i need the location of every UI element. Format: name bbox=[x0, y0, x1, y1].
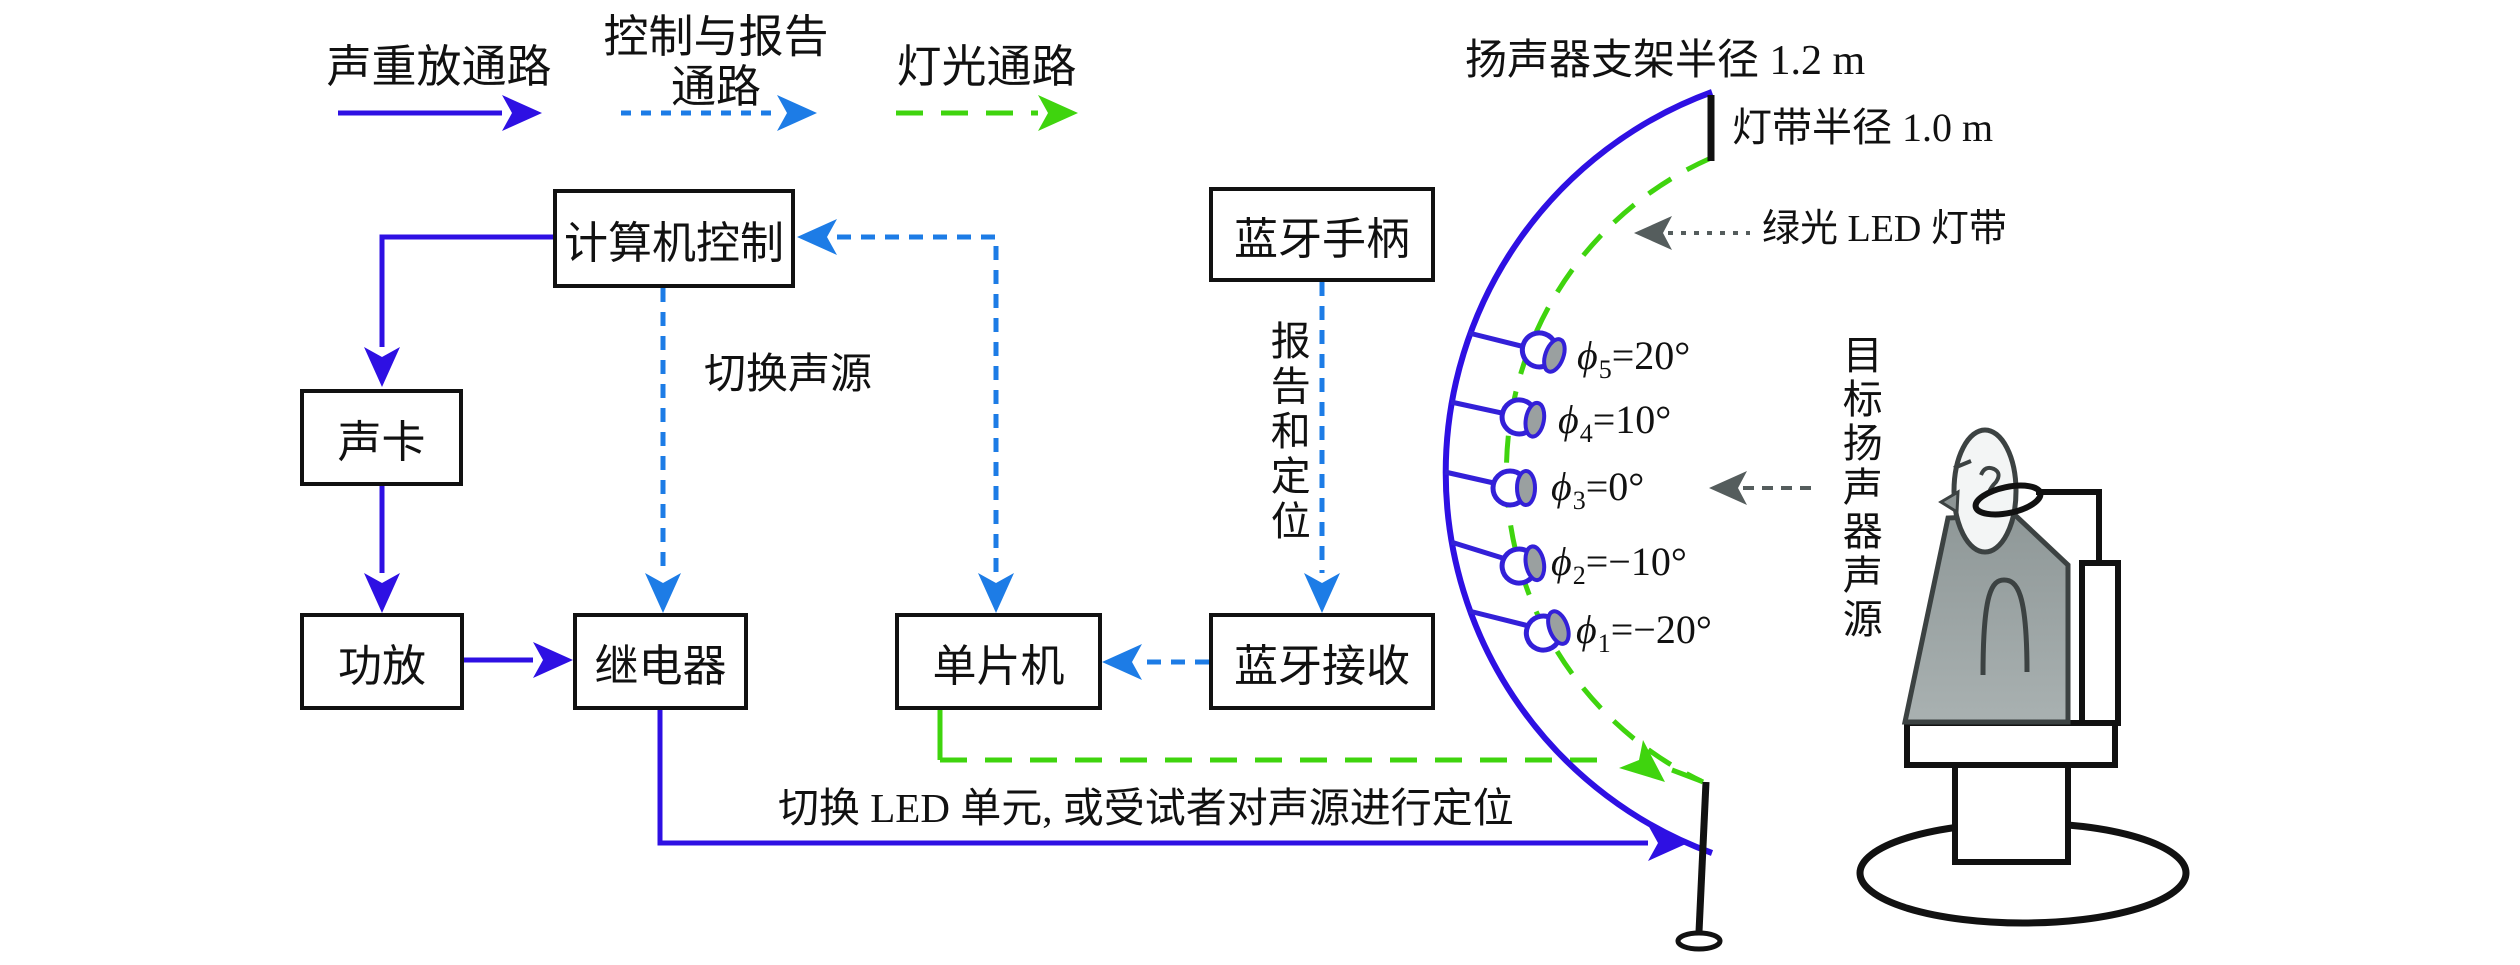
listener-head bbox=[1951, 427, 2019, 555]
listener-arm bbox=[1980, 577, 2030, 676]
switch-source-label: 切换声源 bbox=[704, 352, 873, 398]
phi-value: =−10° bbox=[1585, 539, 1687, 584]
box-bluetooth-handle: 蓝牙手柄 bbox=[1209, 187, 1435, 282]
speaker-label-phi3: ϕ3=0° bbox=[1551, 464, 1645, 515]
edge-computer-to-soundcard bbox=[364, 234, 553, 387]
bracket-radius-label: 扬声器支架半径 1.2 m bbox=[1465, 38, 1866, 84]
phi-value: =0° bbox=[1585, 464, 1645, 509]
mic-boom-rod bbox=[2036, 489, 2102, 563]
phi-symbol: ϕ bbox=[1551, 464, 1572, 509]
strip-radius-label: 灯带半径 1.0 m bbox=[1732, 105, 1994, 150]
box-computer-control-label: 计算机控制 bbox=[564, 218, 784, 268]
box-sound-card: 声卡 bbox=[300, 389, 463, 486]
listener-ear bbox=[1979, 465, 2001, 493]
led-path-arrowhead bbox=[1619, 740, 1665, 782]
box-bluetooth-receiver: 蓝牙接收 bbox=[1209, 613, 1435, 710]
box-bluetooth-handle-label: 蓝牙手柄 bbox=[1234, 214, 1410, 264]
phi-symbol: ϕ bbox=[1558, 397, 1579, 442]
legend-sound-path-label: 声重放通路 bbox=[326, 42, 552, 92]
phi-subscript: 1 bbox=[1597, 629, 1611, 658]
speaker-icon-phi5 bbox=[1519, 330, 1567, 374]
box-bluetooth-receiver-label: 蓝牙接收 bbox=[1234, 641, 1410, 691]
listener-figure bbox=[1856, 427, 2190, 927]
phi-subscript: 2 bbox=[1572, 561, 1586, 590]
phi-value: =−20° bbox=[1610, 607, 1712, 652]
box-amplifier-label: 功放 bbox=[338, 641, 426, 691]
speaker-icons bbox=[1490, 330, 1571, 653]
green-led-strip-label: 绿光 LED 灯带 bbox=[1762, 208, 2007, 250]
edge-relay-to-speaker-arc bbox=[657, 710, 1688, 861]
green-led-pointer-arrowhead bbox=[1634, 216, 1672, 250]
target-speaker-pointer-arrowhead bbox=[1709, 471, 1747, 505]
box-relay-label: 继电器 bbox=[594, 641, 727, 691]
speaker-label-phi1: ϕ1=−20° bbox=[1576, 607, 1712, 658]
chair-seat bbox=[1904, 720, 2118, 768]
listener-brow bbox=[1953, 459, 1972, 470]
speaker-label-phi5: ϕ5=20° bbox=[1577, 333, 1691, 384]
box-mcu-label: 单片机 bbox=[932, 641, 1065, 691]
speaker-label-phi2: ϕ2=−10° bbox=[1551, 539, 1687, 590]
legend-control-path-line2: 通路 bbox=[670, 62, 761, 113]
phi-symbol: ϕ bbox=[1551, 539, 1572, 584]
speaker-label-phi4: ϕ4=10° bbox=[1558, 397, 1672, 448]
speaker-icon-phi2 bbox=[1499, 544, 1547, 586]
phi-symbol: ϕ bbox=[1576, 607, 1597, 652]
phi-subscript: 3 bbox=[1572, 486, 1586, 515]
box-relay: 继电器 bbox=[573, 613, 748, 710]
target-speaker-source-label: 目标扬声器声源 bbox=[1836, 334, 1882, 642]
chair-pedestal bbox=[1952, 762, 2071, 865]
box-mcu: 单片机 bbox=[895, 613, 1102, 710]
legend-light-path-label: 灯光通路 bbox=[896, 42, 1077, 92]
report-locate-label: 报告和定位 bbox=[1264, 320, 1310, 545]
speaker-icon-phi1 bbox=[1523, 609, 1571, 653]
arc-bottom-pole bbox=[1695, 781, 1710, 933]
phi-subscript: 5 bbox=[1598, 355, 1612, 384]
chair-backrest bbox=[2079, 560, 2121, 726]
phi-symbol: ϕ bbox=[1577, 333, 1598, 378]
speaker-icon-phi4 bbox=[1499, 397, 1547, 439]
listener-nose bbox=[1938, 489, 1960, 515]
phi-value: =20° bbox=[1611, 333, 1691, 378]
phi-subscript: 4 bbox=[1579, 419, 1593, 448]
arc-bottom-foot bbox=[1675, 930, 1723, 952]
bottom-caption: 切换 LED 单元, 或受试者对声源进行定位 bbox=[778, 785, 1514, 831]
legend-control-path-line1: 控制与报告 bbox=[603, 12, 829, 62]
legend-control-path-label: 控制与报告 通路 bbox=[596, 12, 836, 113]
box-computer-control: 计算机控制 bbox=[553, 189, 795, 288]
edge-computer-mcu-bidirectional bbox=[797, 219, 1014, 613]
phi-value: =10° bbox=[1592, 397, 1672, 442]
speaker-icon-phi3 bbox=[1490, 468, 1537, 508]
box-sound-card-label: 声卡 bbox=[337, 417, 426, 467]
box-amplifier: 功放 bbox=[300, 613, 464, 710]
